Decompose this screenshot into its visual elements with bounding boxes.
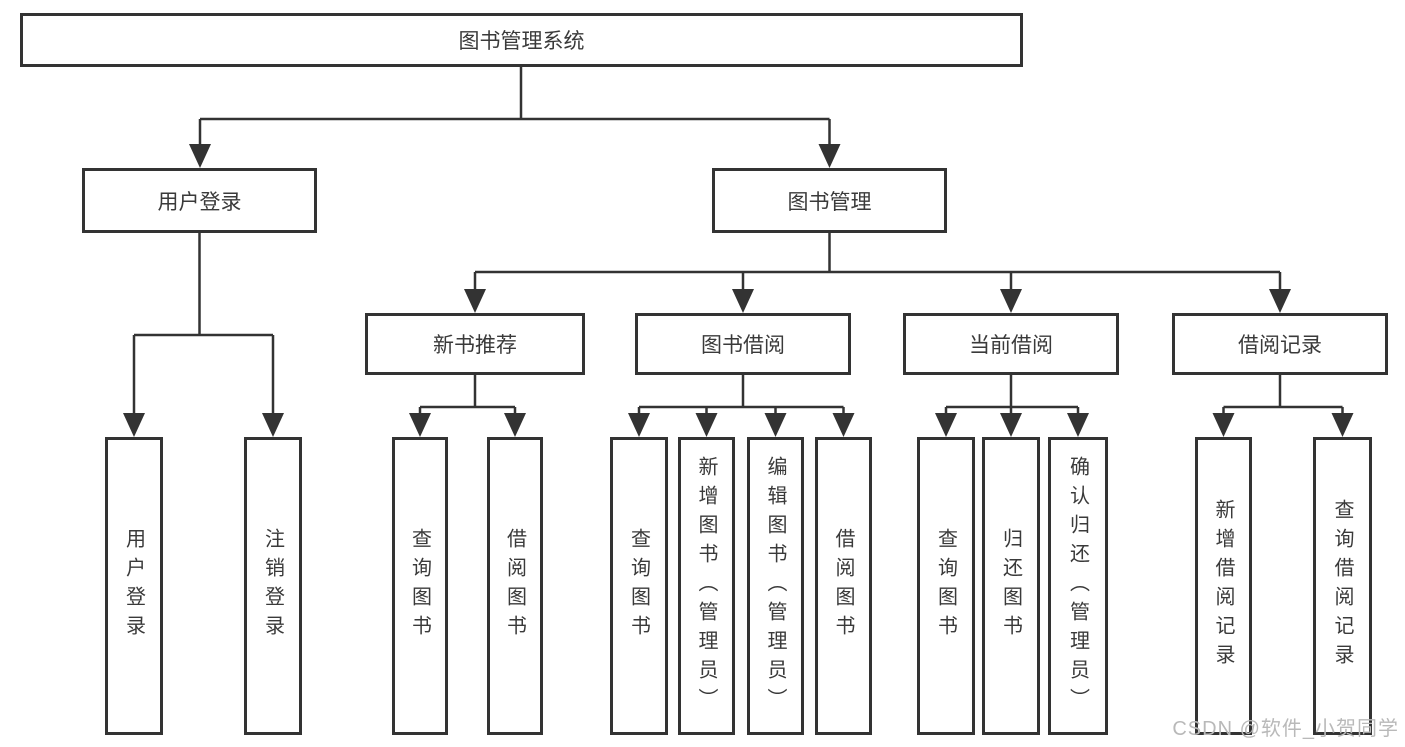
connector-bookborrow-to-leaves [637,375,845,415]
node-user-login-label: 用户登录 [157,190,242,214]
arrow-down-icon [1000,413,1022,437]
connector-bookmgmt-to-level3 [473,233,1282,291]
leaf-borrow-query-books-label: 查询图书 [627,528,650,644]
arrow-down-icon [262,413,284,437]
node-book-borrowing-label: 图书借阅 [701,334,785,357]
leaf-current-confirm-return-admin: 确认归还（管理员） [1048,437,1108,735]
leaf-newrec-query-books: 查询图书 [392,437,448,735]
arrow-down-icon [504,413,526,437]
arrow-down-icon [935,413,957,437]
arrow-down-icon [1212,413,1235,437]
arrow-down-icon [1067,413,1089,437]
connector-newbook-to-leaves [418,375,517,415]
arrow-down-icon [764,413,787,437]
leaf-current-query-books-label: 查询图书 [934,528,957,644]
node-book-management: 图书管理 [712,168,947,233]
connector-root-to-level2 [198,66,831,146]
arrowheads [123,144,1354,437]
leaf-logout: 注销登录 [244,437,302,735]
arrow-down-icon [1331,413,1354,437]
arrow-down-icon [123,413,145,437]
node-new-book-recommend-label: 新书推荐 [433,334,517,357]
leaf-current-return-books: 归还图书 [982,437,1040,735]
leaf-user-login-label: 用户登录 [122,528,145,644]
arrow-down-icon [1000,289,1022,313]
leaf-borrow-borrow-books: 借阅图书 [815,437,872,735]
leaf-user-login: 用户登录 [105,437,163,735]
leaf-records-query-record: 查询借阅记录 [1313,437,1372,735]
leaf-logout-label: 注销登录 [261,528,284,644]
arrow-down-icon [409,413,431,437]
connector-records-to-leaves [1222,375,1344,415]
arrow-down-icon [732,289,754,313]
leaf-current-return-books-label: 归还图书 [999,528,1022,644]
arrow-down-icon [189,144,211,168]
arrow-down-icon [832,413,855,437]
arrow-down-icon [695,413,718,437]
node-book-borrowing: 图书借阅 [635,313,851,375]
node-new-book-recommend: 新书推荐 [365,313,585,375]
node-book-management-label: 图书管理 [787,190,872,214]
arrow-down-icon [1269,289,1291,313]
csdn-watermark: CSDN @软件_小贺同学 [1172,718,1399,740]
leaf-borrow-add-books-admin: 新增图书（管理员） [678,437,735,735]
leaf-borrow-borrow-books-label: 借阅图书 [832,528,854,644]
leaf-borrow-edit-books-admin: 编辑图书（管理员） [747,437,804,735]
node-current-borrowing: 当前借阅 [903,313,1119,375]
leaf-current-query-books: 查询图书 [917,437,975,735]
leaf-records-add-record: 新增借阅记录 [1195,437,1252,735]
leaf-records-query-record-label: 查询借阅记录 [1331,499,1353,673]
leaf-newrec-borrow-books-label: 借阅图书 [503,528,526,644]
node-library-system-label: 图书管理系统 [458,30,585,53]
leaf-borrow-add-books-admin-label: 新增图书（管理员） [695,455,717,717]
connector-userlogin-to-leaves [132,233,275,415]
node-current-borrowing-label: 当前借阅 [969,334,1053,357]
node-borrowing-records: 借阅记录 [1172,313,1388,375]
node-borrowing-records-label: 借阅记录 [1238,334,1322,357]
node-library-system: 图书管理系统 [20,13,1023,67]
arrow-down-icon [628,413,650,437]
arrow-down-icon [464,289,486,313]
leaf-records-add-record-label: 新增借阅记录 [1212,499,1234,673]
arrow-down-icon [818,144,841,168]
node-user-login: 用户登录 [82,168,317,233]
leaf-current-confirm-return-admin-label: 确认归还（管理员） [1066,455,1089,717]
leaf-borrow-query-books: 查询图书 [610,437,668,735]
leaf-borrow-edit-books-admin-label: 编辑图书（管理员） [764,455,786,717]
leaf-newrec-borrow-books: 借阅图书 [487,437,543,735]
leaf-newrec-query-books-label: 查询图书 [408,528,431,644]
connector-currentborrow-to-leaves [944,375,1080,415]
